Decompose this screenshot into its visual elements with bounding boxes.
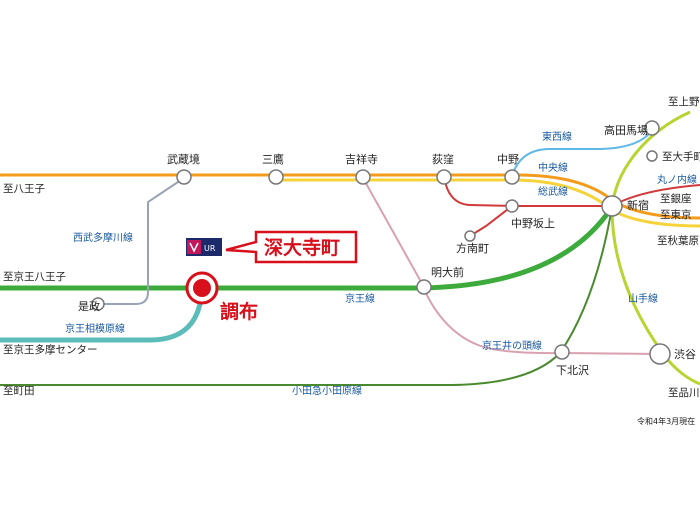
station-shimokitazawa: 下北沢	[556, 363, 589, 377]
line-label-sobu: 総武線	[538, 185, 568, 198]
line-label-seibu-tamagawa: 西武多摩川線	[73, 231, 133, 244]
dest-hachioji: 至八王子	[3, 183, 45, 195]
station-ogikubo: 荻窪	[432, 152, 454, 166]
station-shibuya: 渋谷	[674, 348, 696, 361]
station-koremasa-node	[91, 297, 105, 311]
station-takadanobaba-node	[644, 120, 660, 136]
marunouchi-honancho-branch	[469, 205, 513, 237]
line-label-odakyu: 小田急小田原線	[292, 384, 362, 397]
station-tokyo-side-node	[646, 150, 658, 162]
dest-ueno: 至上野	[668, 96, 700, 108]
station-honancho-node	[464, 230, 476, 242]
line-label-tozai: 東西線	[542, 130, 572, 143]
dest-ginza: 至銀座	[660, 192, 692, 205]
tozai-line	[511, 129, 653, 177]
station-shinjuku-node	[601, 195, 623, 217]
station-shimokitazawa-node	[554, 344, 570, 360]
keio-inokashira-line	[362, 177, 661, 355]
station-meidaimae-node	[416, 279, 432, 295]
station-meidaimae: 明大前	[431, 265, 464, 279]
line-label-chuo: 中央線	[538, 161, 568, 174]
ur-logo-text: UR	[204, 244, 216, 253]
station-nakano-sakaue-node	[505, 199, 519, 213]
station-ogikubo-node	[436, 169, 452, 185]
callout-label: 深大寺町	[264, 236, 340, 259]
station-nakano-sakaue: 中野坂上	[511, 217, 555, 230]
station-honancho: 方南町	[456, 241, 489, 255]
station-musashisakai: 武蔵境	[167, 152, 200, 166]
dest-shinagawa: 至品川	[668, 387, 700, 399]
dest-keio-tama-center: 至京王多摩センター	[3, 343, 98, 356]
line-label-keio: 京王線	[345, 292, 375, 305]
station-mitaka: 三鷹	[262, 152, 284, 166]
line-label-keio-sagamihara: 京王相模原線	[65, 322, 125, 335]
keio-line	[0, 205, 615, 291]
yamanote-line	[610, 110, 700, 386]
seibu-tamagawa-line	[98, 177, 185, 305]
line-label-yamanote: 山手線	[628, 292, 658, 305]
ur-logo: UR	[186, 238, 222, 256]
station-koremasa: 是政	[78, 299, 100, 313]
station-kichijoji: 吉祥寺	[345, 152, 378, 166]
station-shinjuku: 新宿	[627, 198, 649, 212]
station-musashisakai-node	[176, 169, 192, 185]
jindaiji-callout: 深大寺町	[225, 230, 358, 264]
station-kichijoji-node	[355, 169, 371, 185]
line-label-marunouchi: 丸ノ内線	[657, 173, 697, 186]
station-nakano-node	[504, 169, 520, 185]
station-takadanobaba: 高田馬場	[604, 123, 648, 137]
dest-keio-hachioji: 至京王八王子	[3, 270, 66, 283]
station-nakano: 中野	[497, 153, 519, 166]
chofu-marker-inner	[193, 279, 211, 297]
dest-machida: 至町田	[3, 385, 35, 397]
station-chofu: 調布	[220, 300, 258, 323]
station-shibuya-node	[649, 343, 671, 365]
dest-tokyo: 至東京	[660, 208, 692, 221]
line-label-keio-inokashira: 京王井の頭線	[482, 339, 542, 352]
station-mitaka-node	[268, 169, 284, 185]
dest-otemachi: 至大手町	[662, 150, 700, 163]
date-note: 令和4年3月現在	[637, 416, 695, 426]
dest-akihabara: 至秋葉原	[657, 234, 699, 247]
